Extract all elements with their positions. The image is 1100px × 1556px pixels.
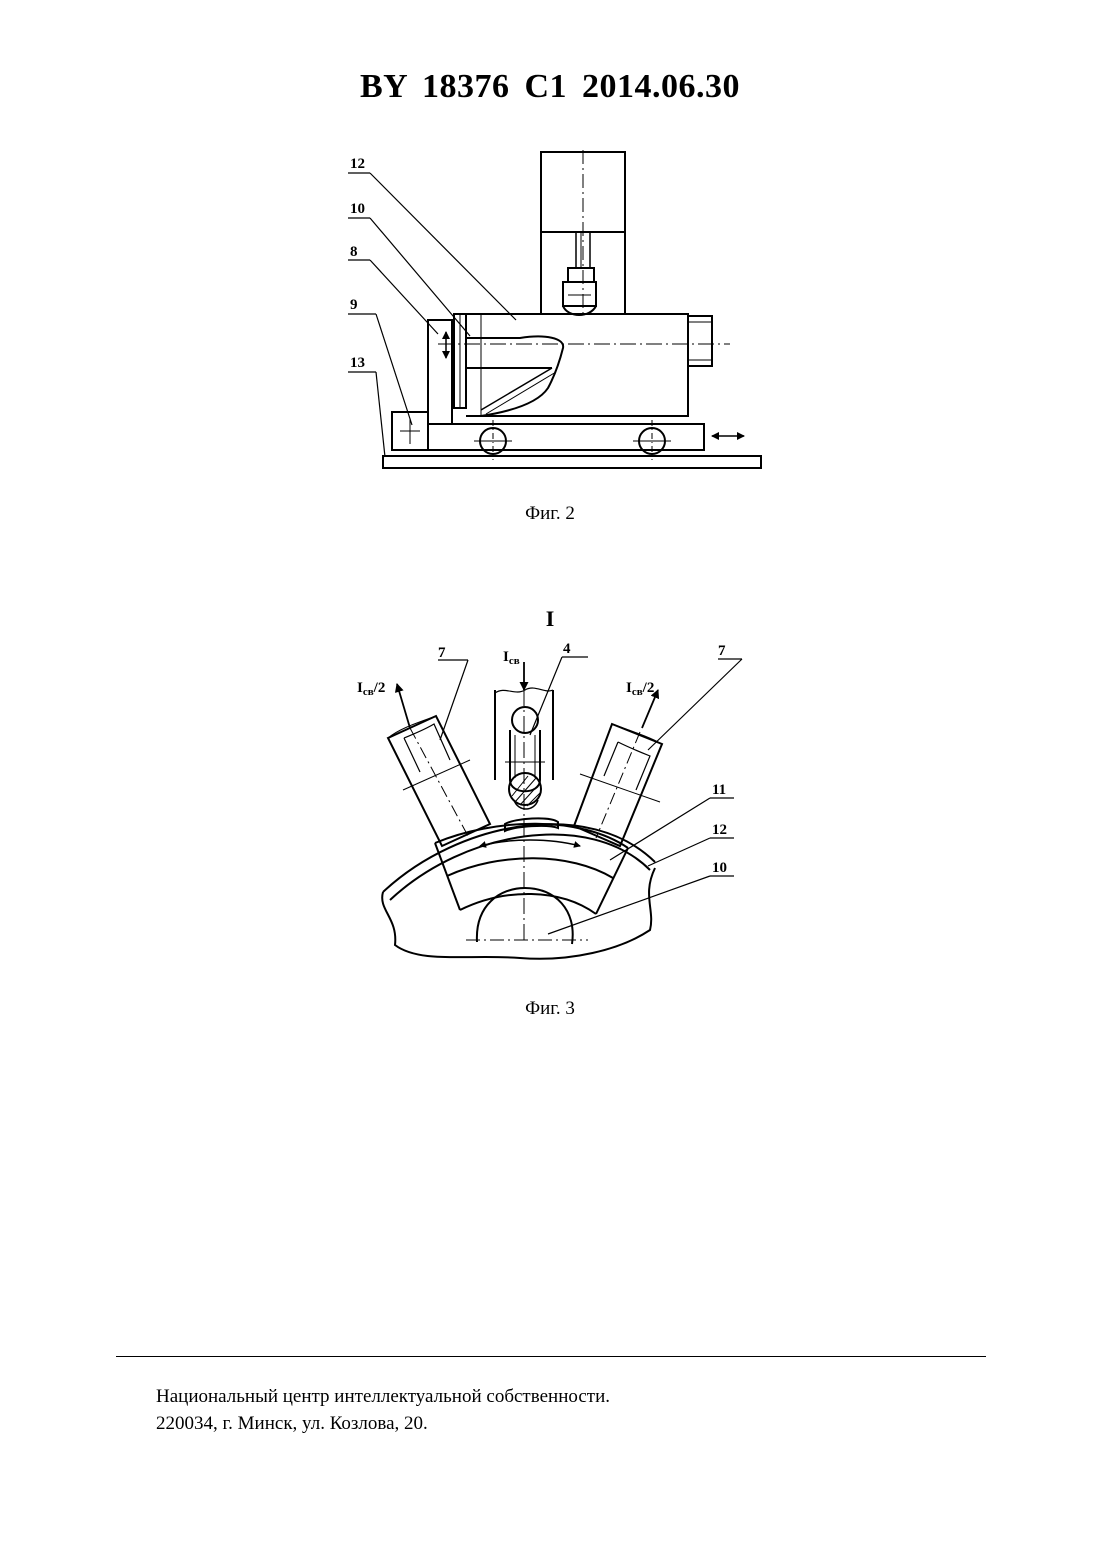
label-12-fig3: 12: [712, 822, 727, 838]
cylinder-12: [481, 314, 688, 416]
carriage: [428, 424, 704, 450]
cylinder-12-inner: [390, 834, 650, 900]
label-12: 12: [350, 156, 365, 172]
label-10-fig3: 10: [712, 860, 727, 876]
label-13: 13: [350, 355, 365, 371]
figure-2-caption: Фиг. 2: [0, 503, 1100, 525]
workpiece-outline: [382, 868, 655, 959]
press-nut: [568, 268, 594, 282]
base-plate: [383, 456, 761, 468]
label-8: 8: [350, 244, 358, 260]
segment-motion-arrow: [480, 840, 580, 846]
footer-divider: [116, 1356, 986, 1357]
label-11: 11: [712, 782, 726, 798]
document-header: BY 18376 C1 2014.06.30: [0, 68, 1100, 106]
right-flange: [688, 316, 712, 366]
label-7-right: 7: [718, 643, 726, 659]
figure-2-drawing: 12 10 8 9 13: [0, 140, 1100, 480]
electrode-roller: [512, 707, 538, 733]
current-label-main: Iсв: [503, 649, 520, 667]
current-label-left: Iсв/2: [357, 680, 385, 698]
figure-3-view-label: I: [0, 606, 1100, 632]
footer-organization: Национальный центр интеллектуальной собс…: [156, 1383, 610, 1410]
label-9: 9: [350, 297, 358, 313]
footer: Национальный центр интеллектуальной собс…: [156, 1383, 610, 1437]
current-arrow-left: [397, 684, 410, 728]
segment-11-middle: [447, 858, 613, 878]
electrode-7-left: [388, 716, 490, 846]
figure-3-drawing: 7 4 7 11 12 10 Iсв Iсв/2 Iсв/2: [0, 640, 1100, 970]
footer-address: 220034, г. Минск, ул. Козлова, 20.: [156, 1410, 610, 1437]
press-electrode-holder: [563, 282, 596, 306]
figure-3-caption: Фиг. 3: [0, 998, 1100, 1020]
segment-11-bottom: [460, 894, 596, 914]
label-4: 4: [563, 641, 571, 657]
current-label-right: Iсв/2: [626, 680, 654, 698]
label-10: 10: [350, 201, 365, 217]
upright-8: [428, 320, 452, 424]
label-7-left: 7: [438, 645, 446, 661]
